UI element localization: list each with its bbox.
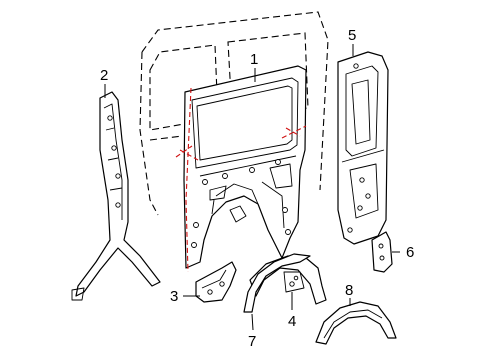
reinforcement-part-6 <box>371 231 393 273</box>
cut-lines <box>175 87 307 273</box>
callout-6: 6 <box>406 244 414 261</box>
rear-panel-part-5 <box>337 51 389 245</box>
callout-7: 7 <box>248 333 256 350</box>
pillar-part-2 <box>71 91 161 301</box>
callout-1: 1 <box>250 51 258 68</box>
wheel-flare-part-8 <box>315 301 397 345</box>
callout-8: 8 <box>345 282 353 299</box>
side-panel-part-1 <box>183 65 307 269</box>
callout-2: 2 <box>100 67 108 84</box>
callouts: 1 2 3 4 5 6 7 8 <box>100 27 414 350</box>
leader-lines <box>104 44 400 331</box>
vehicle-body-outline <box>139 11 329 216</box>
callout-3: 3 <box>170 288 178 305</box>
callout-5: 5 <box>348 27 356 44</box>
wheel-housing-part-7 <box>243 253 311 313</box>
callout-4: 4 <box>288 313 296 330</box>
bracket-part-3 <box>195 261 237 303</box>
